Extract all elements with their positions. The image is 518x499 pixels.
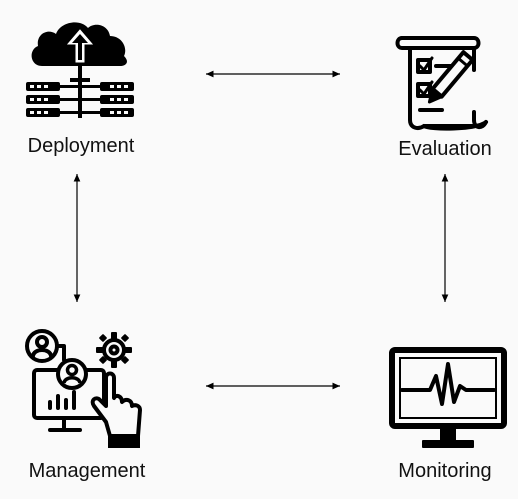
deployment-label: Deployment	[27, 135, 135, 157]
checklist-pencil-icon	[395, 36, 488, 131]
evaluation-label: Evaluation	[398, 138, 492, 160]
cloud-upload-server-icon	[26, 22, 134, 118]
management-label: Management	[28, 460, 146, 482]
users-gears-hand-icon	[25, 329, 142, 448]
monitoring-label: Monitoring	[398, 460, 492, 482]
monitor-heartbeat-icon	[389, 347, 507, 448]
